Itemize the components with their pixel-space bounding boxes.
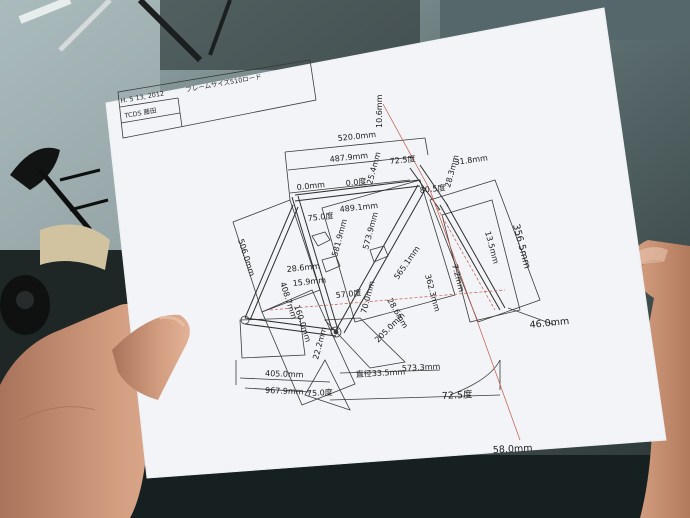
angle-57: 57.0度	[335, 287, 362, 300]
frame-tubes	[244, 164, 506, 337]
dim-573-3: 573.3mm	[402, 362, 441, 373]
dim-520: 520.0mm	[337, 130, 376, 143]
drawing	[117, 59, 556, 411]
wooden-chair	[40, 224, 110, 270]
dim-15-9: 15.9mm	[292, 276, 326, 288]
dim-405: 405.0mm	[265, 369, 304, 379]
dim-58: 58.0mm	[493, 443, 533, 456]
red-guides	[269, 103, 521, 441]
dim-0-0mm: 0.0mm	[296, 180, 325, 192]
dim-489: 489.1mm	[339, 201, 378, 214]
dim-967-9: 967.9mm	[265, 386, 304, 396]
angle-75-top: 75.0度	[307, 210, 334, 223]
title-block	[117, 59, 317, 139]
right-hand	[631, 240, 690, 518]
left-thumb	[112, 314, 190, 400]
dim-487: 487.9mm	[329, 151, 368, 164]
bike-saddle	[10, 147, 109, 232]
dim-10-6: 10.6mm	[375, 94, 384, 128]
angle-80-5: 80.5度	[419, 182, 446, 195]
angle-75-bottom: 75.0度	[307, 387, 333, 398]
bike-frame-background	[18, 0, 232, 63]
dim-diameter: 直径33.5mm	[356, 366, 406, 379]
angle-0-0: 0.0度	[345, 176, 367, 188]
angle-72-5-bottom: 72.5度	[442, 388, 474, 402]
dark-part	[0, 275, 50, 335]
angle-72-5-top: 72.5度	[389, 153, 416, 166]
dim-28-6: 28.6mm	[286, 262, 320, 274]
dim-46: 46.0mm	[529, 316, 570, 331]
